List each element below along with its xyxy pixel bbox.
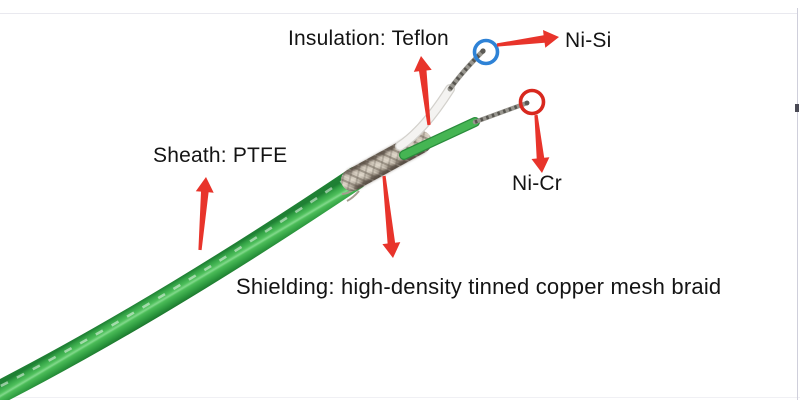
top-border-line — [0, 13, 798, 14]
sheath-arrow — [195, 177, 214, 251]
ni-cr-highlight-circle — [518, 88, 546, 116]
shielding-label: Shielding: high-density tinned copper me… — [236, 274, 722, 299]
sheath-label: Sheath: PTFE — [153, 144, 288, 167]
ni-cr-label: Ni-Cr — [512, 172, 562, 195]
ni-si-label: Ni-Si — [565, 29, 612, 52]
bottom-border-line — [0, 397, 800, 398]
right-border-line — [797, 8, 798, 400]
ni-si-arrow — [496, 30, 559, 48]
insulation-label: Insulation: Teflon — [288, 27, 449, 50]
right-edge-tick — [795, 104, 799, 112]
shielding-braid — [341, 131, 432, 191]
ni-cr-arrow — [531, 114, 550, 173]
ni-si-highlight-circle — [472, 38, 500, 66]
cable-sheath — [0, 166, 368, 400]
ni-si-conductor — [447, 48, 486, 92]
shielding-arrow — [382, 175, 401, 258]
annotation-arrows — [195, 30, 559, 258]
insulation-arrow — [413, 56, 432, 126]
ni-cr-conductor — [472, 100, 530, 125]
white-insulated-wire — [395, 84, 455, 151]
green-insulated-wire — [399, 117, 480, 160]
sheath-gloss-highlight — [0, 172, 354, 388]
